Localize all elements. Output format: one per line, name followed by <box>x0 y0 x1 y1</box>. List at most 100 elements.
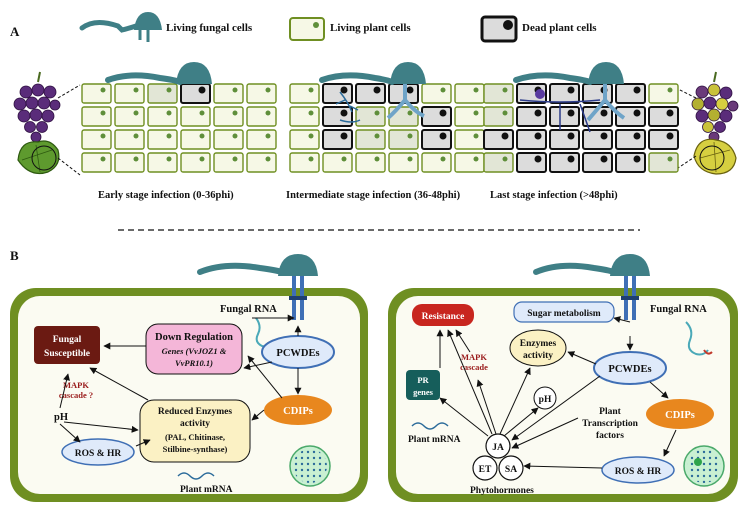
plant-cell <box>454 152 485 173</box>
svg-text:CDIPs: CDIPs <box>283 406 313 417</box>
plant-cell <box>421 129 452 150</box>
cell-nucleus <box>502 156 508 162</box>
cell-nucleus <box>439 132 447 140</box>
cell-nucleus <box>374 110 380 116</box>
plant-cell <box>289 106 320 127</box>
cell-nucleus <box>600 155 608 163</box>
grape-leaf-right-icon <box>693 138 737 175</box>
fungal-cell-legend-icon <box>79 12 162 42</box>
plant-cell <box>388 152 419 173</box>
svg-text:SA: SA <box>505 465 517 475</box>
plant-cell <box>421 106 452 127</box>
plant-cell <box>213 129 244 150</box>
stage-last-label: Last stage infection (>48phi) <box>490 190 618 201</box>
cell-nucleus <box>373 86 381 94</box>
legend-living-plant-label: Living plant cells <box>330 22 411 34</box>
svg-text:PCWDEs: PCWDEs <box>608 364 651 375</box>
legend-fungal-label: Living fungal cells <box>166 22 253 34</box>
stage-intermediate-label: Intermediate stage infection (36-48phi) <box>286 190 461 201</box>
plant-cell <box>289 83 320 104</box>
plant-cell <box>355 152 386 173</box>
cell-nucleus <box>133 87 139 93</box>
cell-nucleus <box>440 87 446 93</box>
svg-text:MAPK: MAPK <box>461 352 487 362</box>
cell-nucleus <box>667 87 673 93</box>
legend-dead-plant-label: Dead plant cells <box>522 22 597 34</box>
svg-text:Stilbine-synthase): Stilbine-synthase) <box>163 444 228 454</box>
svg-text:Down Regulation: Down Regulation <box>155 332 233 343</box>
dead-plant-cell-legend-icon <box>480 15 518 43</box>
fungus-intermediate-icon <box>319 62 426 123</box>
right-arrows <box>436 316 677 470</box>
cell-nucleus <box>133 110 139 116</box>
pr-genes-box: PR genes <box>406 370 440 400</box>
cell-nucleus <box>308 87 314 93</box>
plant-cell <box>549 152 580 173</box>
phytohormone-et: ET <box>472 455 498 481</box>
cell-nucleus <box>600 132 608 140</box>
plant-cell <box>355 83 386 104</box>
plant-cell <box>615 129 646 150</box>
grape-bunch-left-icon <box>13 71 61 143</box>
plant-cell <box>322 106 353 127</box>
plant-cell <box>180 129 211 150</box>
cell-nucleus <box>340 132 348 140</box>
cell-nucleus <box>166 87 172 93</box>
cell-nucleus <box>633 132 641 140</box>
cell-grid-early <box>81 83 277 173</box>
cell-grid-last <box>483 83 679 173</box>
cell-nucleus <box>232 133 238 139</box>
cell-nucleus <box>232 87 238 93</box>
cell-nucleus <box>567 132 575 140</box>
plant-cell <box>582 152 613 173</box>
cell-nucleus <box>100 110 106 116</box>
right-ph-node: pH <box>533 386 557 410</box>
plant-cell <box>322 152 353 173</box>
svg-text:cascade ?: cascade ? <box>59 390 93 400</box>
resistance-box: Resistance <box>412 304 474 326</box>
cell-nucleus <box>600 109 608 117</box>
cell-nucleus <box>265 156 271 162</box>
left-cdips-node: CDIPs <box>264 395 332 425</box>
cell-nucleus <box>473 110 479 116</box>
svg-text:ROS & HR: ROS & HR <box>615 467 662 477</box>
plant-cell <box>549 129 580 150</box>
plant-cell <box>246 106 277 127</box>
plant-cell <box>289 129 320 150</box>
cell-nucleus <box>232 110 238 116</box>
plant-cell <box>355 129 386 150</box>
left-plant-mrna: Plant mRNA <box>177 472 233 495</box>
plant-cell <box>213 106 244 127</box>
plant-cell <box>615 152 646 173</box>
fungus-last-icon <box>513 62 626 133</box>
plant-cell <box>147 129 178 150</box>
plant-cell <box>147 83 178 104</box>
cell-nucleus <box>100 133 106 139</box>
plant-cell <box>454 106 485 127</box>
plant-cell <box>147 106 178 127</box>
sugar-metabolism-box: Sugar metabolism <box>513 301 615 323</box>
plant-cell <box>289 152 320 173</box>
svg-text:Fungal: Fungal <box>53 335 82 345</box>
cell-nucleus <box>265 110 271 116</box>
svg-text:Plant: Plant <box>599 407 621 417</box>
cell-nucleus <box>502 87 508 93</box>
left-ph: pH <box>54 412 68 423</box>
svg-text:cascade: cascade <box>460 362 488 372</box>
cell-nucleus <box>666 109 674 117</box>
plant-cell <box>246 83 277 104</box>
plant-cell <box>648 129 679 150</box>
living-plant-cell-legend-icon <box>289 17 325 41</box>
svg-text:factors: factors <box>596 431 624 441</box>
plant-cell <box>421 83 452 104</box>
plant-cell <box>213 83 244 104</box>
svg-text:Reduced Enzymes: Reduced Enzymes <box>158 407 232 417</box>
cell-nucleus <box>534 109 542 117</box>
plant-cell <box>483 83 514 104</box>
plant-cell <box>114 152 145 173</box>
cell-nucleus <box>473 87 479 93</box>
svg-text:Genes (VvJOZ1 &: Genes (VvJOZ1 & <box>162 346 227 356</box>
cell-nucleus <box>133 133 139 139</box>
right-fungal-rna: Fungal RNA <box>650 304 707 315</box>
